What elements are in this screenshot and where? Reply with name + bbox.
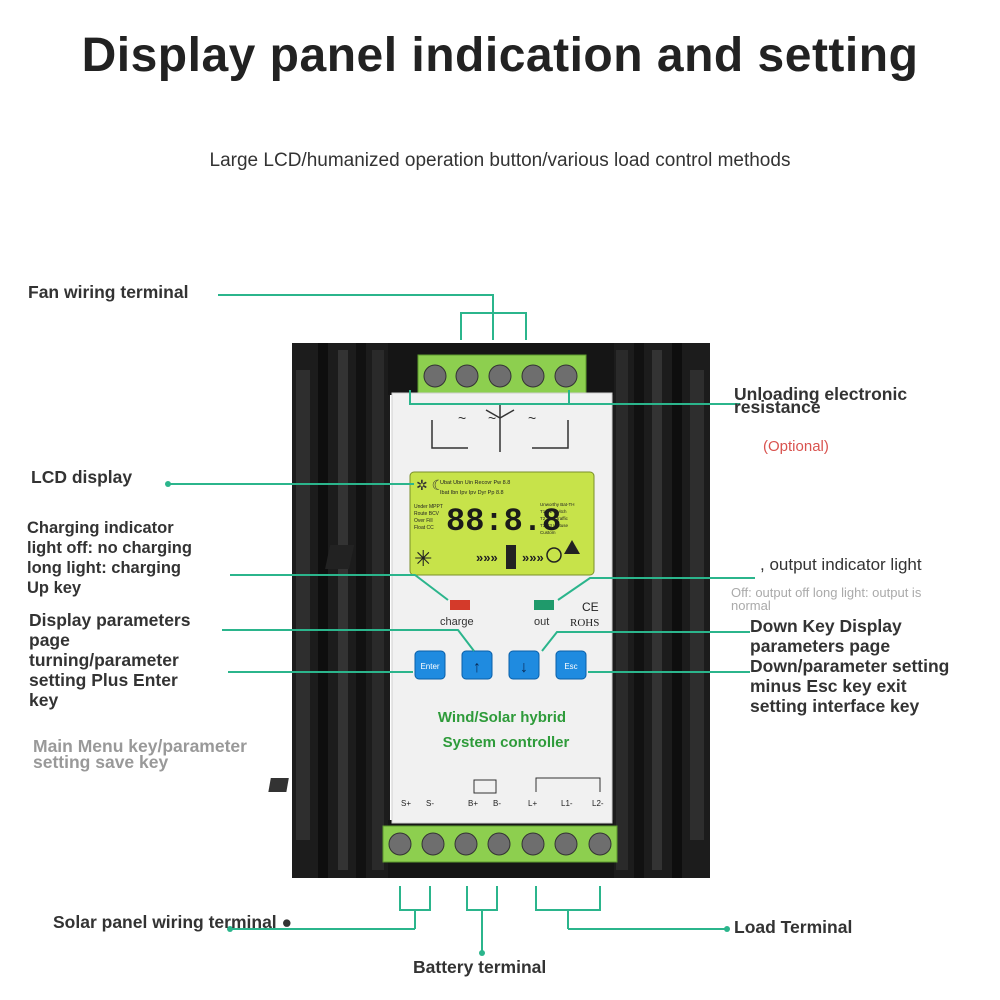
display-label-line-2: page [29,630,70,650]
right-heatsink [612,343,710,878]
menu-label-line-2: setting save key [33,752,169,772]
down-key-label: Down Key Display parameters page Down/pa… [750,616,949,716]
down-arrow-icon: ↓ [520,659,528,676]
display-label-line-4: setting Plus Enter [29,670,178,690]
output-indicator-note: Off: output off long light: output is no… [731,586,921,612]
charging-label-line-1: Charging indicator [27,519,174,537]
solar-terminal-label: Solar panel wiring terminal ● [53,912,293,932]
svg-text:✳: ✳ [414,546,432,571]
output-led [534,600,554,610]
charge-led-label: charge [440,616,474,628]
unloading-label-line-2: resistance [734,397,821,417]
lcd-screen: ✲ ☾ Ubat Ubn Uin Recovr Pw 8.8 Ibat Ibn … [325,471,595,576]
term-b-plus: B+ [468,799,478,808]
enter-button-label: Enter [420,662,439,671]
term-l1: L1- [561,799,573,808]
unloading-label: Unloading electronic resistance [734,384,908,417]
fan-terminal-label: Fan wiring terminal [28,282,189,302]
lcd-right-3: T2 P2 L.traffic [540,516,569,521]
enter-button[interactable]: Enter [414,650,446,680]
wind-turbine-icon: ~ ~ ~ [431,404,569,452]
svg-text:~: ~ [528,410,536,426]
up-arrow-icon: ↑ [473,659,481,676]
lcd-left-3: Over Fill [414,518,433,524]
svg-text:»»»: »»» [476,550,498,565]
battery-icon [473,779,497,794]
term-s-minus: S- [426,799,434,808]
term-b-minus: B- [493,799,501,808]
page-subtitle: Large LCD/humanized operation button/var… [209,150,791,171]
lcd-digits: 88:8.8 [446,503,561,540]
svg-text:~: ~ [488,410,496,426]
display-parameters-label: Display parameters page turning/paramete… [29,610,190,710]
output-note-line-2: normal [731,598,771,613]
page-title: Display panel indication and setting [81,29,919,82]
down-label-line-5: setting interface key [750,696,920,716]
charging-label-line-3: long light: charging [27,559,181,577]
lcd-right-5: Custom [540,530,556,535]
term-l-plus: L+ [528,799,537,808]
display-label-line-1: Display parameters [29,610,191,630]
esc-button[interactable]: Esc [555,650,587,680]
term-l2: L2- [592,799,604,808]
svg-text:~: ~ [458,410,466,426]
bottom-terminal-block [382,825,618,863]
lcd-top-line-1: Ubat Ubn Uin Recovr Pw 8.8 [440,480,510,486]
down-label-line-4: minus Esc key exit [750,676,907,696]
brand-line-1: Wind/Solar hybrid [438,709,566,726]
lcd-right-4: T3 P3 Lmtuse [540,523,569,528]
ce-mark: CE [582,600,599,614]
rohs-mark: ROHS [570,617,599,629]
svg-text:✲ ☾: ✲ ☾ [416,477,444,493]
lcd-left-2: Route BCV [414,511,440,517]
lcd-left-1: Under MPPT [414,504,443,510]
svg-text:»»»: »»» [522,550,544,565]
menu-label-line-1: Main Menu key/parameter [33,736,247,756]
lcd-display-label: LCD display [31,467,133,487]
battery-terminal-label: Battery terminal [413,957,547,977]
output-indicator-label: , output indicator light [760,555,922,574]
optional-label: (Optional) [763,438,829,455]
lcd-top-line-2: Ibat Ibn Ipv Ipv Dyr Pp 8.8 [440,490,504,496]
esc-button-label: Esc [564,662,577,671]
down-button[interactable]: ↓ [508,650,540,680]
fan-terminal-block [417,354,587,394]
output-note-line-1: Off: output off long light: output is [731,585,922,600]
load-terminal-label: Load Terminal [734,917,853,937]
charge-led [450,600,470,610]
unloading-label-line-1: Unloading electronic [734,384,908,404]
display-label-line-3: turning/parameter [29,650,179,670]
lcd-right-2: T1 P1 Switch [540,509,567,514]
solar-panel-icon [268,778,289,792]
charging-label-line-2: light off: no charging [27,539,192,557]
lcd-left-4: Float CC [414,525,434,531]
brand-line-2: System controller [443,734,570,751]
down-label-line-2: parameters page [750,636,891,656]
output-led-label: out [534,616,549,628]
faceplate [391,392,613,824]
charging-indicator-label: Charging indicator light off: no chargin… [27,518,192,598]
down-label-line-1: Down Key Display [750,616,902,636]
down-label-line-3: Down/parameter setting [750,656,950,676]
left-heatsink [292,343,390,878]
charging-label-line-4: Up key [27,579,82,597]
lcd-right-1: Unworthy Bat-TH [540,502,575,507]
main-menu-label: Main Menu key/parameter setting save key [33,736,247,772]
callout-lines [168,294,755,953]
up-button[interactable]: ↑ [461,650,493,680]
load-icon [535,777,601,792]
term-s-plus: S+ [401,799,411,808]
display-label-line-5: key [29,690,59,710]
